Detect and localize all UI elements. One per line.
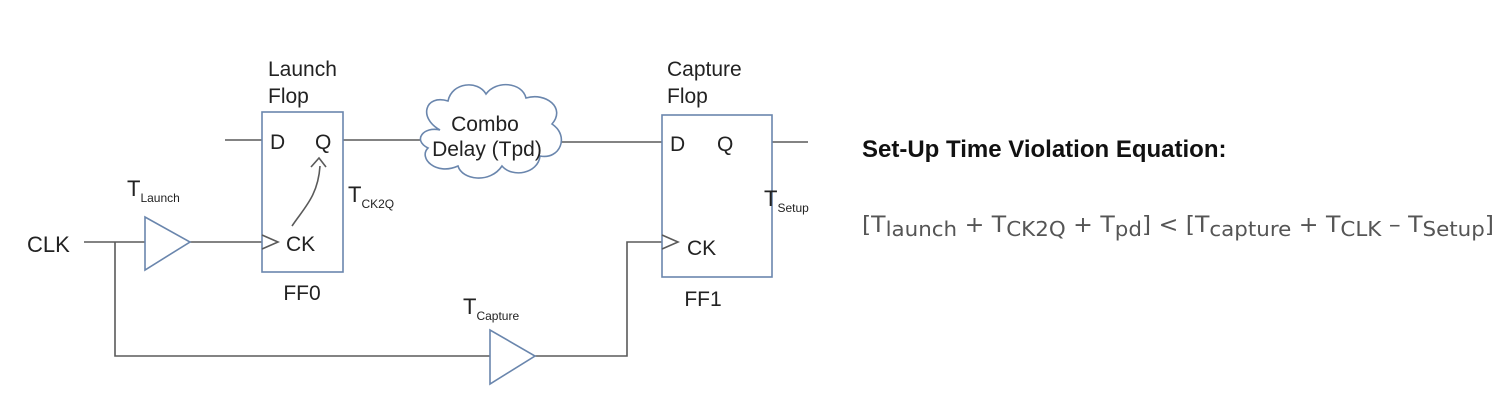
ff1-ck-pin-label: CK: [687, 237, 716, 260]
capture-clock-buffer-icon: [489, 328, 537, 386]
ff1-box: [661, 114, 773, 278]
launch-clock-buffer-icon: [144, 215, 192, 272]
capture-flop-title-line2: Flop: [667, 85, 708, 108]
ff0-q-pin-label: Q: [315, 131, 331, 154]
launch-flop: D Q CK Launch Flop FF0: [261, 58, 344, 305]
ff1-clock-triangle-icon: [661, 234, 680, 250]
cloud-shape-icon: [419, 83, 563, 179]
ff0-name-label: FF0: [283, 282, 320, 305]
combo-label-line1: Combo: [451, 113, 519, 136]
combo-label-line2: Delay (Tpd): [432, 138, 542, 161]
launch-flop-title-line2: Flop: [268, 85, 309, 108]
t-ck2q-label: TCK2Q: [348, 182, 394, 211]
capture-clock-path-wire: [114, 242, 490, 357]
capture-buffer-to-ff1-wire: [535, 241, 662, 357]
equation-title: Set-Up Time Violation Equation:: [862, 136, 1226, 163]
ff0-clock-triangle-icon: [261, 234, 280, 250]
t-capture-label: TCapture: [463, 294, 519, 323]
clk-label: CLK: [27, 232, 70, 257]
capture-flop: D Q CK Capture Flop FF1: [661, 58, 773, 311]
launch-flop-title-line1: Launch: [268, 58, 337, 81]
combo-delay-cloud: Combo Delay (Tpd): [419, 83, 563, 179]
ff0-box: [261, 111, 344, 273]
ff0-d-pin-label: D: [270, 131, 285, 154]
ff1-q-pin-label: Q: [717, 133, 733, 156]
setup-violation-equation: [Tlaunch + TCK2Q + Tpd] < [Tcapture + TC…: [862, 213, 1494, 241]
ck-to-q-arrow: [291, 165, 321, 227]
ff1-name-label: FF1: [684, 288, 721, 311]
t-setup-label: TSetup: [764, 186, 809, 215]
capture-flop-title-line1: Capture: [667, 58, 742, 81]
ff1-d-pin-label: D: [670, 133, 685, 156]
t-launch-label: TLaunch: [127, 176, 180, 205]
ff0-ck-pin-label: CK: [286, 233, 315, 256]
wires: [84, 139, 808, 357]
ck-to-q-arrowhead-icon: [310, 156, 327, 168]
